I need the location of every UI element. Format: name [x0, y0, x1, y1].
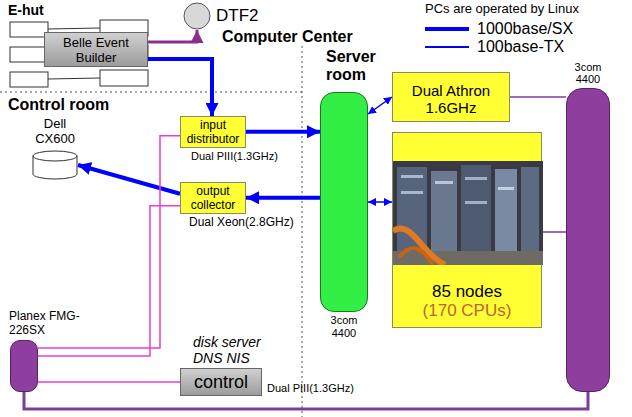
rack-light — [435, 181, 453, 184]
tape-drive-circle: DTF2 — [183, 2, 211, 30]
node-label: Dual Athron 1.6GHz — [397, 82, 505, 117]
network-link — [368, 97, 392, 114]
rack-light — [498, 187, 514, 190]
legend-line-sample — [425, 46, 469, 48]
rack-light — [465, 201, 487, 204]
node-label: input distributor — [183, 119, 243, 147]
legend-line-sample — [425, 27, 469, 31]
room-divider — [0, 92, 302, 93]
node-label: output collector — [183, 185, 243, 213]
builder-unit — [10, 47, 48, 62]
network-link — [246, 196, 320, 200]
cylinder-outline — [33, 151, 77, 179]
network-link — [148, 30, 197, 42]
network-link — [24, 392, 588, 409]
rack — [521, 167, 539, 253]
server-box: input distributorDual PIII(1.3GHz) — [180, 116, 246, 148]
area-title: Computer Center — [222, 28, 353, 46]
legend-text: 100base-TX — [477, 38, 564, 56]
builder-unit — [10, 22, 48, 37]
network-link — [542, 231, 566, 233]
network-switch: 3com 4400 — [320, 92, 368, 312]
node-label: control — [194, 372, 248, 393]
node-caption: 3com 4400 — [324, 314, 364, 339]
disk-array-symbol — [32, 150, 78, 180]
rack-light — [401, 175, 423, 178]
area-title: Control room — [8, 96, 109, 114]
area-title: Server room — [326, 48, 386, 85]
rack-light — [465, 177, 487, 180]
network-link — [38, 206, 180, 356]
disk-symbol — [183, 2, 211, 30]
control-server-box: disk server DNS NIScontrolDual PIII(1.3G… — [180, 368, 262, 396]
server-box: Dual Athron 1.6GHz — [392, 72, 510, 122]
room-divider — [302, 46, 303, 417]
rack — [495, 169, 517, 253]
node-label: Belle Event Builder — [48, 36, 144, 66]
rack-light — [401, 191, 423, 194]
floor — [393, 251, 543, 265]
pc-cluster-box: 85 nodes(170 CPUs) — [392, 132, 542, 328]
rack — [397, 167, 427, 253]
node-caption: Dual Xeon(2.8GHz) — [189, 216, 294, 230]
note: PCs are operated by Linux — [425, 2, 579, 17]
node-label: (170 CPUs) — [423, 301, 512, 321]
builder-unit — [100, 70, 148, 86]
rack — [431, 171, 457, 253]
cable-bundle — [399, 248, 433, 265]
network-link — [510, 96, 566, 98]
builder-wire — [48, 78, 100, 79]
disk-array: Dell CX600 — [32, 150, 78, 180]
rack — [461, 165, 491, 253]
node-caption: DTF2 — [216, 6, 259, 26]
network-link — [148, 59, 212, 116]
builder-wire — [48, 28, 100, 29]
node-caption: Dual PIII(1.3GHz) — [267, 382, 354, 395]
event-builder-box: Belle Event Builder — [44, 32, 148, 67]
node-caption: Dell CX600 — [29, 117, 81, 147]
disk-outline — [184, 3, 210, 29]
photo-ground — [393, 161, 543, 265]
node-caption: Dual PIII(1.3GHz) — [191, 150, 278, 163]
legend-row: 100base-TX — [425, 38, 564, 56]
server-box: output collectorDual Xeon(2.8GHz) — [180, 182, 246, 214]
network-link — [78, 165, 180, 194]
legend-row: 1000base/SX — [425, 20, 573, 38]
node-caption: Planex FMG-226SX — [9, 310, 81, 338]
network-link — [246, 130, 320, 134]
network-link — [38, 381, 180, 383]
node-caption: 3com 4400 — [568, 61, 608, 86]
network-switch: 3com 4400 — [566, 88, 610, 392]
server-rack-photo — [393, 161, 543, 265]
node-label: 85 nodes — [432, 282, 502, 302]
cable-bundle — [393, 228, 445, 265]
legend-text: 1000base/SX — [477, 20, 573, 38]
node-caption: disk server DNS NIS — [193, 334, 277, 366]
builder-unit — [10, 72, 48, 87]
network-switch: Planex FMG-226SX — [10, 340, 38, 392]
network-link — [368, 201, 392, 203]
area-title: E-hut — [8, 2, 44, 18]
